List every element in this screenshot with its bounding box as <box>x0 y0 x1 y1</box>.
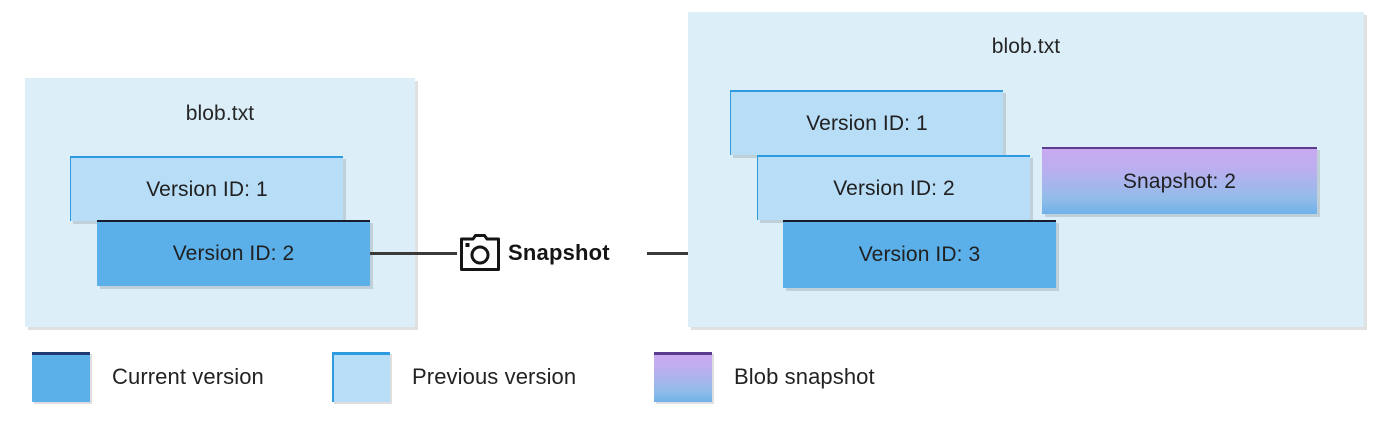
right-version-box-1: Version ID: 1 <box>730 90 1003 155</box>
left-version-box-1: Version ID: 1 <box>70 156 343 221</box>
legend: Current version Previous version Blob sn… <box>0 352 1376 412</box>
legend-label-current-version: Current version <box>112 364 264 389</box>
left-version-box-2: Version ID: 2 <box>97 220 370 286</box>
snapshot-connector-label: Snapshot <box>508 240 610 265</box>
blob-container-right-title: blob.txt <box>991 35 1061 58</box>
right-version-box-2: Version ID: 2 <box>757 155 1030 220</box>
blob-container-left-title: blob.txt <box>185 102 255 125</box>
camera-icon <box>460 234 500 272</box>
legend-swatch-current-version <box>32 352 90 402</box>
legend-swatch-previous-version <box>332 352 390 402</box>
legend-swatch-blob-snapshot <box>654 352 712 402</box>
right-snapshot-box: Snapshot: 2 <box>1042 147 1317 214</box>
legend-label-previous-version: Previous version <box>412 364 577 389</box>
legend-label-blob-snapshot: Blob snapshot <box>734 364 875 389</box>
legend-item-blob-snapshot: Blob snapshot <box>654 352 875 402</box>
connector-line-left <box>370 252 457 255</box>
legend-item-current-version: Current version <box>32 352 264 402</box>
legend-item-previous-version: Previous version <box>332 352 576 402</box>
right-version-box-3: Version ID: 3 <box>783 220 1056 288</box>
